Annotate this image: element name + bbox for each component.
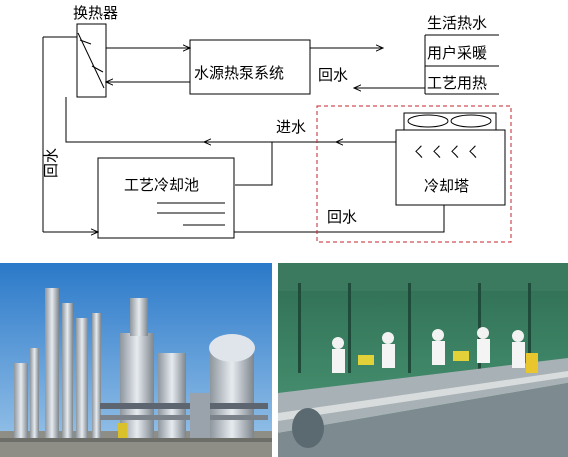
heat-pump-box: [189, 39, 311, 95]
chemical-plant-illustration: [0, 263, 272, 457]
cooling-tower-dashed-boundary: [316, 105, 512, 243]
return-water-label-left: 回水: [42, 148, 60, 178]
cooling-pool-box: [97, 157, 235, 239]
tower-spray-marks: ㄑㄑㄑㄑ: [412, 145, 484, 161]
user-load-hot-water: 生活热水: [427, 14, 487, 32]
factory-workshop-illustration: [278, 263, 568, 457]
inlet-water-label: 进水: [276, 118, 306, 136]
cooling-tower-box: [395, 129, 506, 206]
factory-workshop-photo: [278, 263, 568, 457]
fan-icon: [407, 114, 449, 128]
fan-icon: [450, 114, 492, 128]
heat-exchanger: [76, 23, 107, 98]
return-water-label-bottom: 回水: [327, 208, 357, 226]
heat-exchanger-label: 换热器: [73, 4, 118, 22]
cooling-tower-label: 冷却塔: [424, 177, 469, 195]
svg-text:回水: 回水: [42, 148, 60, 178]
inlet-water-line: [65, 97, 396, 143]
return-water-line-bottom: [234, 205, 445, 233]
heat-pump-label: 水源热泵系统: [194, 64, 284, 82]
chemical-plant-photo: [0, 263, 272, 457]
user-load-process-heat: 工艺用热: [427, 74, 487, 92]
user-load-heating: 用户采暖: [427, 44, 487, 62]
return-water-label-top: 回水: [318, 66, 348, 84]
pool-branch-line: [235, 142, 273, 186]
flow-diagram: 换热器 水源热泵系统 生活热水 用户采暖 工艺用热 回水 进水 工艺冷却池 回水…: [42, 4, 512, 243]
cooling-pool-label: 工艺冷却池: [124, 176, 199, 194]
